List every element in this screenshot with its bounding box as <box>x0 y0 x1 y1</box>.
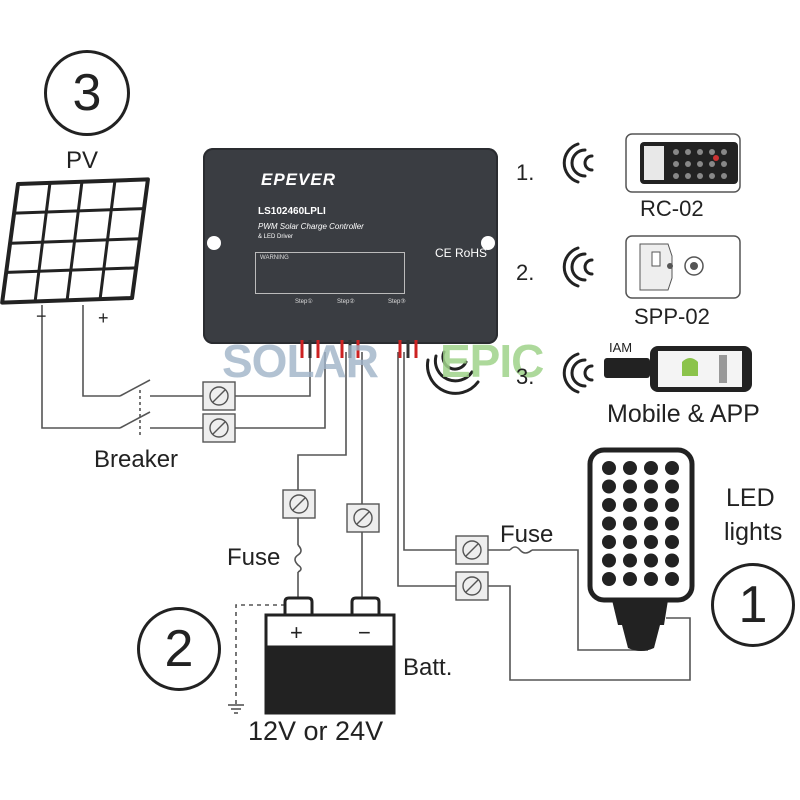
battery-label: Batt. <box>403 654 453 681</box>
mobile-device <box>604 346 752 392</box>
step-label-1: Step① <box>295 299 313 305</box>
battery-plus-label: + <box>290 620 303 645</box>
rc-02-device <box>625 133 741 193</box>
iam-label: IAM <box>609 340 633 355</box>
led-dot <box>644 479 658 494</box>
led-dot <box>644 572 658 586</box>
watermark-solar: SOLAR <box>222 335 379 387</box>
remote-item-3-name: Mobile & APP <box>607 400 760 428</box>
pv-plus-label: + <box>98 308 109 328</box>
led-dot <box>665 516 679 531</box>
load-positive-wire <box>403 352 456 551</box>
led-dot <box>602 516 616 531</box>
remote-item-2-number: 2. <box>516 260 535 285</box>
pv-minus-label: − <box>36 306 47 326</box>
led-dot <box>665 553 679 568</box>
led-lamp <box>587 447 695 651</box>
led-dot <box>644 498 658 512</box>
warning-box: WARNING <box>255 252 405 294</box>
led-lights-label-line2: lights <box>724 518 783 546</box>
led-lights-label-line1: LED <box>726 484 775 512</box>
remote-item-1-name: RC-02 <box>640 196 704 221</box>
circle-number-three: 3 <box>44 50 130 136</box>
led-dot <box>602 572 616 586</box>
led-dot <box>623 479 637 494</box>
battery-fuse-label: Fuse <box>227 544 281 571</box>
battery-voltage-label: 12V or 24V <box>248 716 384 746</box>
led-fuse-label: Fuse <box>500 521 554 548</box>
step-label-3: Step③ <box>388 299 406 305</box>
led-dot <box>623 572 637 586</box>
led-dot <box>623 535 637 549</box>
led-dot <box>665 535 679 549</box>
watermark-epic: EPIC <box>440 335 544 387</box>
led-dot <box>665 461 679 475</box>
led-dot <box>644 535 658 549</box>
controller-type: PWM Solar Charge Controller <box>258 222 364 231</box>
led-dot <box>665 479 679 494</box>
circle-number-one: 1 <box>711 563 795 647</box>
wireless-icons <box>426 142 594 395</box>
pv-negative-wire <box>41 305 120 429</box>
led-dot <box>602 479 616 494</box>
step-label-2: Step② <box>337 299 355 305</box>
led-dot <box>665 498 679 512</box>
spp-02-device <box>625 235 741 299</box>
battery <box>264 596 396 715</box>
mount-hole-right <box>481 236 495 250</box>
remote-item-3-number: 3. <box>516 364 535 389</box>
led-dot <box>623 553 637 568</box>
charge-controller: EPEVER LS102460LPLI PWM Solar Charge Con… <box>203 148 498 344</box>
led-dot <box>644 516 658 531</box>
controller-brand: EPEVER <box>261 170 336 189</box>
led-dot <box>602 553 616 568</box>
breaker-switch-top <box>119 379 151 397</box>
remote-item-2-name: SPP-02 <box>634 304 710 329</box>
led-dot <box>602 535 616 549</box>
battery-fuse-symbol <box>294 544 302 573</box>
battery-positive-wire <box>297 352 347 490</box>
led-fuse-symbol <box>509 546 533 554</box>
led-dot <box>623 516 637 531</box>
led-dot <box>623 461 637 475</box>
circle-number-two: 2 <box>137 607 221 691</box>
led-dot <box>602 461 616 475</box>
warning-label: WARNING <box>260 255 289 261</box>
mount-hole-left <box>207 236 221 250</box>
remote-item-1-number: 1. <box>516 160 535 185</box>
led-dot <box>623 498 637 512</box>
led-dot <box>644 461 658 475</box>
led-dot <box>665 572 679 586</box>
cert-marks: CE RoHS <box>435 246 488 260</box>
led-dot <box>644 553 658 568</box>
controller-model: LS102460LPLI <box>258 206 326 217</box>
led-dot <box>602 498 616 512</box>
controller-driver: & LED Driver <box>258 234 294 240</box>
load-negative-wire <box>397 352 456 587</box>
breaker-switch-bottom <box>119 411 151 429</box>
pv-label: PV <box>66 147 99 174</box>
breaker-label: Breaker <box>94 446 179 473</box>
pv-panel <box>0 177 150 305</box>
battery-minus-label: − <box>358 620 371 645</box>
pv-positive-wire <box>82 305 120 397</box>
